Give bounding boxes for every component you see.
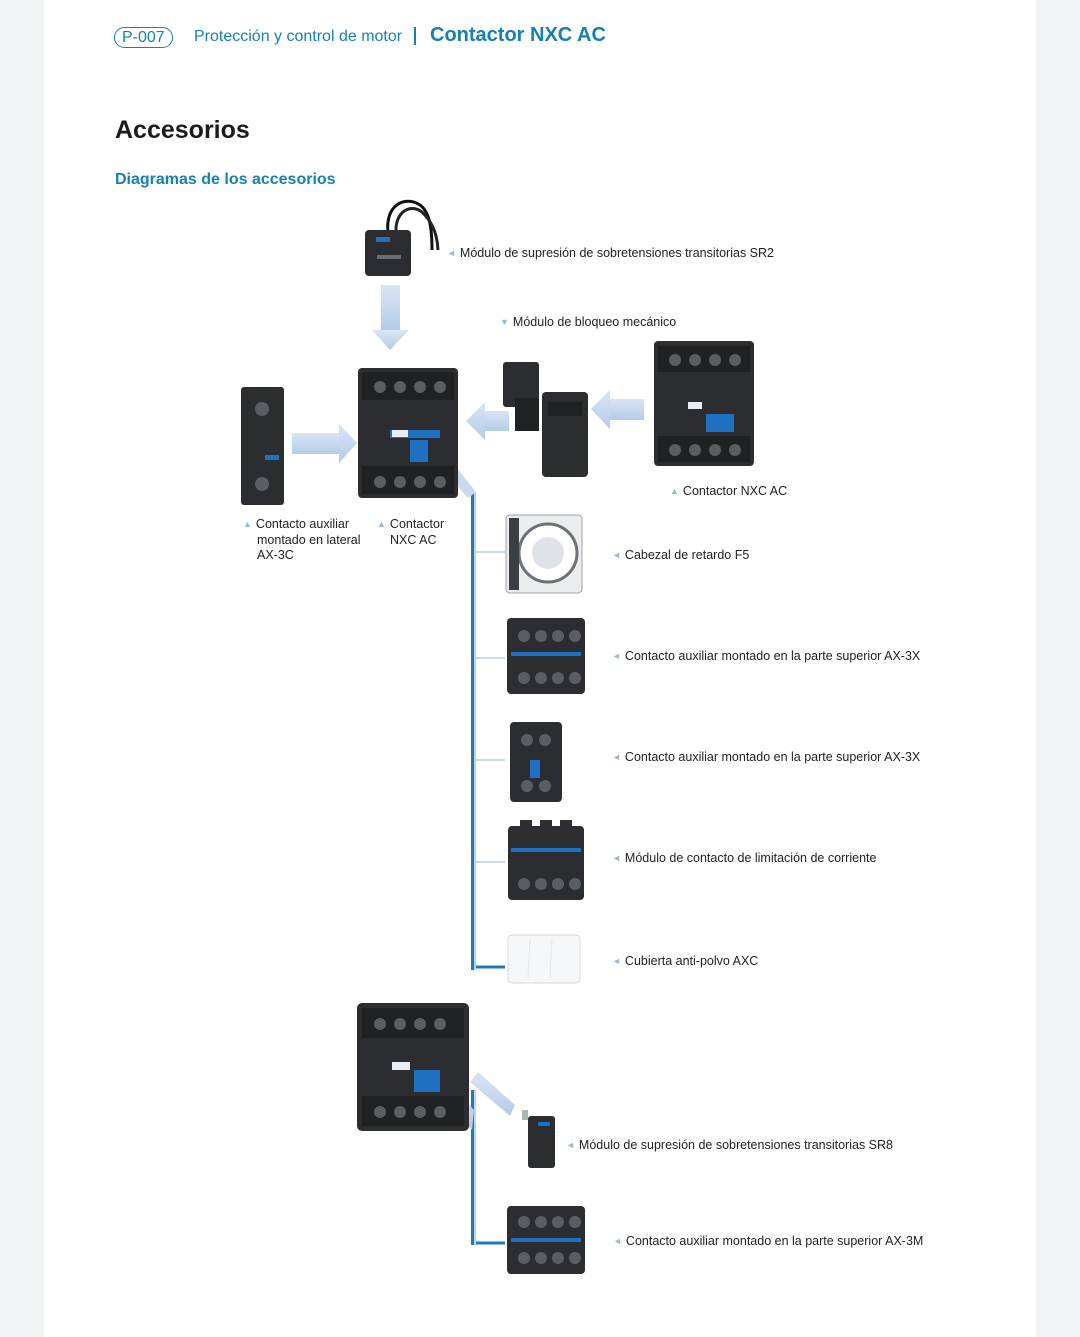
arrow-left-bloqueo <box>466 402 509 440</box>
label-ax3x-a: Contacto auxiliar montado en la parte su… <box>612 649 920 665</box>
label-aux-lateral-line2: montado en lateral <box>257 533 361 547</box>
section-name: Protección y control de motor <box>194 28 403 45</box>
label-f5: Cabezal de retardo F5 <box>612 548 749 564</box>
aux-lateral-image <box>241 387 284 505</box>
label-sr2: Módulo de supresión de sobretensiones tr… <box>447 246 774 262</box>
sr2-module-image <box>365 199 440 276</box>
label-ax3x-b: Contacto auxiliar montado en la parte su… <box>612 750 920 766</box>
label-contactor-main-line1: Contactor <box>377 517 444 533</box>
bloqueo-module-image <box>503 362 588 477</box>
arrow-diag-lower-2 <box>470 1072 515 1116</box>
f5-timer-image <box>505 514 583 594</box>
contactor-right-image <box>654 341 754 466</box>
label-aux-lateral: Contacto auxiliar montado en lateral AX-… <box>243 517 361 563</box>
header-divider <box>414 27 416 45</box>
label-bloqueo: Módulo de bloqueo mecánico <box>500 315 676 331</box>
arrow-right-aux-lateral <box>292 424 357 463</box>
ax3m-image <box>507 1206 585 1274</box>
arrow-left-contactor-right <box>591 390 644 429</box>
ax3x-2pole-image <box>510 722 562 802</box>
label-contactor-right: Contactor NXC AC <box>670 484 787 500</box>
label-limitacion: Módulo de contacto de limitación de corr… <box>612 851 877 867</box>
contactor-lower-image <box>357 1003 469 1131</box>
limitacion-module-image <box>508 820 584 900</box>
label-contactor-main-line2: NXC AC <box>390 533 437 547</box>
cubierta-image <box>507 934 581 984</box>
label-ax3m: Contacto auxiliar montado en la parte su… <box>613 1234 923 1250</box>
arrow-down-sr2 <box>372 285 409 350</box>
connector-line-lower <box>471 1090 505 1245</box>
contactor-main-image <box>358 368 458 498</box>
label-cubierta: Cubierta anti-polvo AXC <box>612 954 758 970</box>
label-contactor-main: Contactor NXC AC <box>377 517 444 548</box>
sr8-module-image <box>522 1110 555 1168</box>
product-title: Contactor NXC AC <box>430 24 606 46</box>
ax3x-4pole-image <box>507 618 585 694</box>
label-aux-lateral-line1: Contacto auxiliar <box>243 517 361 533</box>
page-code-badge: P-007 <box>114 27 173 48</box>
page-title: Accesorios <box>115 116 250 144</box>
label-aux-lateral-line3: AX-3C <box>257 548 294 562</box>
label-sr8: Módulo de supresión de sobretensiones tr… <box>566 1138 893 1154</box>
section-subtitle: Diagramas de los accesorios <box>115 171 336 188</box>
